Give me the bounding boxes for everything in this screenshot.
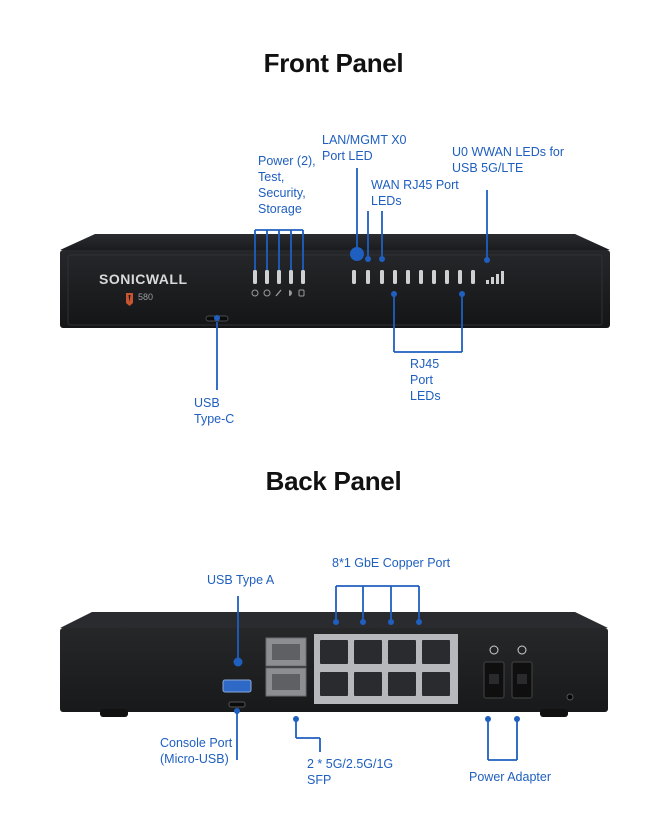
callout-usb-c: USB Type-C [194, 396, 235, 426]
console-marker [234, 708, 240, 714]
sonicwall-logo-icon [126, 293, 133, 306]
lan-mgmt-marker [350, 247, 364, 261]
usb-a-port [222, 679, 252, 693]
callout-lan-mgmt: LAN/MGMT X0 Port LED [322, 133, 407, 163]
callout-wan: WAN RJ45 Port LEDs [371, 178, 459, 208]
front-panel-title: Front Panel [263, 48, 404, 78]
callout-power: Power (2), Test, Security, Storage [258, 154, 316, 216]
micro-usb-port [228, 701, 246, 708]
callout-usb-a: USB Type A [207, 573, 275, 587]
callout-power-adapter: Power Adapter [469, 770, 551, 784]
brand-label: SONICWALL [99, 271, 188, 287]
rj45-marker-left [391, 291, 397, 297]
usb-a-marker [233, 657, 243, 667]
rj45-marker-right [459, 291, 465, 297]
callout-sfp: 2 * 5G/2.5G/1G SFP [307, 757, 394, 787]
u0-marker [484, 257, 490, 263]
callout-console: Console Port (Micro-USB) [160, 736, 233, 766]
callout-u0-wwan: U0 WWAN LEDs for USB 5G/LTE [452, 145, 565, 175]
back-device-illustration [60, 612, 608, 717]
back-panel-title: Back Panel [265, 466, 402, 496]
front-callout-lines [216, 168, 488, 390]
usb-c-marker [214, 315, 220, 321]
port-led-group [352, 270, 475, 284]
callout-rj45: RJ45 Port LEDs [410, 357, 441, 403]
sfp-marker [293, 716, 299, 722]
back-callout-lines [236, 585, 518, 761]
wan-marker-x2 [379, 256, 385, 262]
wwan-signal-bars [486, 271, 504, 284]
status-led-group [251, 270, 305, 297]
wan-marker-x1 [365, 256, 371, 262]
callout-copper: 8*1 GbE Copper Port [332, 556, 451, 570]
model-label: 580 [138, 292, 154, 302]
